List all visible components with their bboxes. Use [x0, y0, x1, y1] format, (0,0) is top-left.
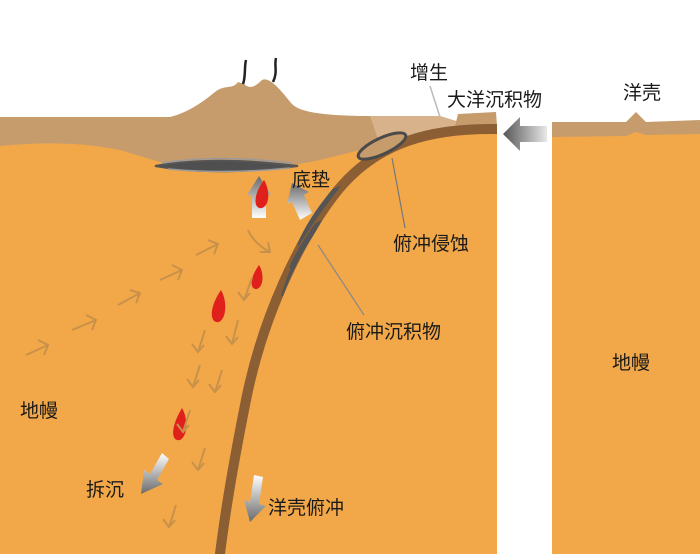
melt-drop-icon: [251, 265, 263, 290]
convergence-arrow-icon: [503, 117, 547, 151]
underplating-lens: [154, 157, 299, 173]
mantle-left-block: [0, 125, 497, 554]
erosion-pointer: [391, 157, 406, 229]
subducted-sediment-lens: [281, 185, 342, 297]
label-subducted-sediment: 俯冲沉积物: [346, 321, 442, 343]
melt-drop-icon: [255, 180, 269, 209]
label-crust-subduction: 洋壳俯冲: [268, 497, 345, 519]
rise-arrow-icon: [287, 183, 312, 220]
subducting-slab: [215, 123, 502, 554]
label-subduction-erosion: 俯冲侵蚀: [393, 233, 470, 255]
right-oceanic-crust: [552, 112, 700, 137]
label-ocean-sediment: 大洋沉积物: [447, 89, 543, 111]
volcano-vent-right: [271, 57, 278, 83]
ocean-sediment-layer: [455, 112, 497, 126]
sediment-pointer: [317, 244, 365, 316]
subduction-arrow-icon: [244, 475, 266, 522]
label-delamination: 拆沉: [86, 479, 125, 501]
delamination-arrow-icon: [141, 453, 169, 494]
continental-crust: [0, 79, 480, 172]
label-accretion: 增生: [410, 62, 449, 84]
label-mantle-right: 地幔: [612, 352, 651, 374]
melt-drop-icon: [211, 290, 226, 323]
plate-gap: [497, 110, 552, 554]
mantle-right-block: [552, 125, 700, 554]
volcano-vent-left: [241, 59, 248, 85]
label-mantle-left: 地幔: [20, 400, 59, 422]
label-underplating: 底垫: [292, 169, 331, 191]
label-oceanic-crust: 洋壳: [623, 82, 662, 104]
erosion-lens: [356, 131, 408, 161]
mantle-flow-arrows-down: [162, 229, 272, 529]
accretion-pointer: [429, 85, 441, 118]
mantle-flow-arrows-up: [25, 239, 220, 356]
